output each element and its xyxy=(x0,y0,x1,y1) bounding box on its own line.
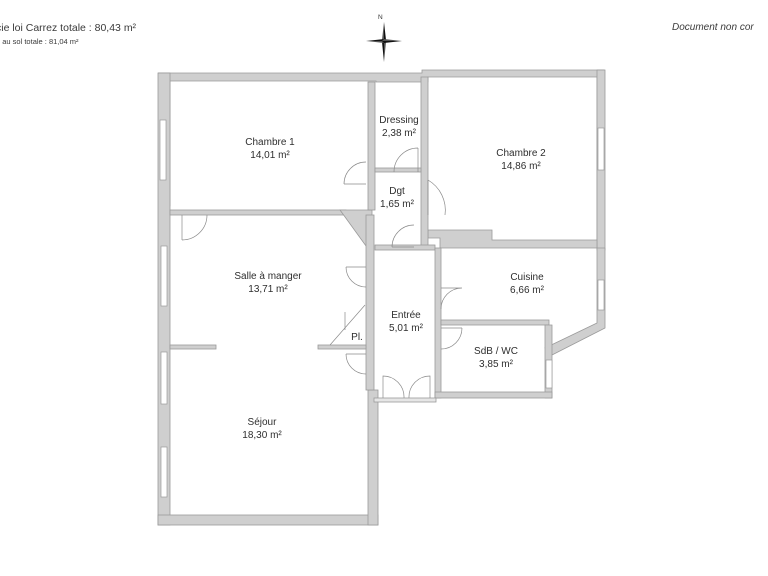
room-sejour: Séjour 18,30 m² xyxy=(242,416,281,442)
wall-salle-sejour-right xyxy=(317,344,367,350)
wall-entree-right xyxy=(434,247,442,399)
room-salle-a-manger: Salle à manger 13,71 m² xyxy=(234,270,301,296)
disclaimer-text: Document non cor xyxy=(672,22,754,33)
wall-bottom-sejour xyxy=(157,514,379,526)
room-chambre-2: Chambre 2 14,86 m² xyxy=(496,147,545,173)
room-name: Salle à manger xyxy=(234,271,302,282)
wall-right-sejour xyxy=(367,389,379,526)
door-dgt-entree xyxy=(391,224,415,248)
wall-dressing-chambre2 xyxy=(420,76,429,250)
door-entrance-double xyxy=(382,375,431,399)
floor-area-total: e au sol totale : 81,04 m² xyxy=(0,37,79,46)
room-name: Dressing xyxy=(379,115,419,126)
window-sejour-1 xyxy=(160,351,168,405)
room-area: 5,01 m² xyxy=(389,323,423,334)
door-dressing xyxy=(393,147,419,173)
wall-dressing-bottom xyxy=(374,167,422,173)
room-area: 1,65 m² xyxy=(380,199,414,210)
window-cuisine xyxy=(597,279,605,311)
room-name: Chambre 1 xyxy=(245,137,295,148)
door-placard xyxy=(329,304,366,346)
compass-north-label: N xyxy=(378,14,383,21)
wall-cuisine-right xyxy=(544,247,606,356)
door-salle-entree xyxy=(345,266,367,288)
wall-dgt-bottom xyxy=(374,244,436,251)
room-placard: Pl. xyxy=(351,331,363,344)
wall-salle-sejour-left xyxy=(169,344,217,350)
window-sdb xyxy=(545,359,553,389)
window-chambre1 xyxy=(159,119,167,181)
room-area: 14,86 m² xyxy=(501,161,541,172)
wall-bottom-chambre2 xyxy=(427,229,598,249)
compass-rose-icon xyxy=(366,22,402,62)
room-name: Dgt xyxy=(389,186,405,197)
room-area: 3,85 m² xyxy=(479,359,513,370)
carrez-area-total: cie loi Carrez totale : 80,43 m² xyxy=(0,22,137,34)
room-area: 18,30 m² xyxy=(242,430,282,441)
room-cuisine: Cuisine 6,66 m² xyxy=(510,271,544,297)
window-salle xyxy=(160,245,168,307)
room-name: Entrée xyxy=(391,310,421,321)
room-name: SdB / WC xyxy=(474,346,518,357)
window-chambre2 xyxy=(597,127,605,171)
door-sejour-entree xyxy=(345,353,367,375)
room-name: Cuisine xyxy=(510,272,544,283)
door-chambre1-salle xyxy=(181,214,208,241)
wall-chambre1-bottom xyxy=(169,209,347,216)
room-name: Pl. xyxy=(351,332,363,343)
wall-sdb-bottom xyxy=(434,391,553,399)
wall-salle-entree xyxy=(365,214,375,391)
door-cuisine xyxy=(440,287,463,310)
wall-chambre1-dressing xyxy=(367,81,376,211)
door-chambre1-dgt xyxy=(343,161,367,185)
room-chambre-1: Chambre 1 14,01 m² xyxy=(245,136,294,162)
room-area: 6,66 m² xyxy=(510,285,544,296)
door-dgt-chambre2 xyxy=(427,179,446,216)
room-sdb-wc: SdB / WC 3,85 m² xyxy=(474,345,518,371)
room-area: 14,01 m² xyxy=(250,150,290,161)
room-dressing: Dressing 2,38 m² xyxy=(379,114,418,140)
room-name: Chambre 2 xyxy=(496,148,546,159)
room-dgt: Dgt 1,65 m² xyxy=(380,185,414,211)
door-sdb xyxy=(440,327,463,350)
room-area: 2,38 m² xyxy=(382,128,416,139)
wall-cuisine-sdb xyxy=(440,319,550,326)
room-entree: Entrée 5,01 m² xyxy=(389,309,423,335)
wall-entree-bottom xyxy=(373,397,437,403)
room-name: Séjour xyxy=(247,417,277,428)
window-sejour-2 xyxy=(160,446,168,498)
room-area: 13,71 m² xyxy=(248,284,288,295)
